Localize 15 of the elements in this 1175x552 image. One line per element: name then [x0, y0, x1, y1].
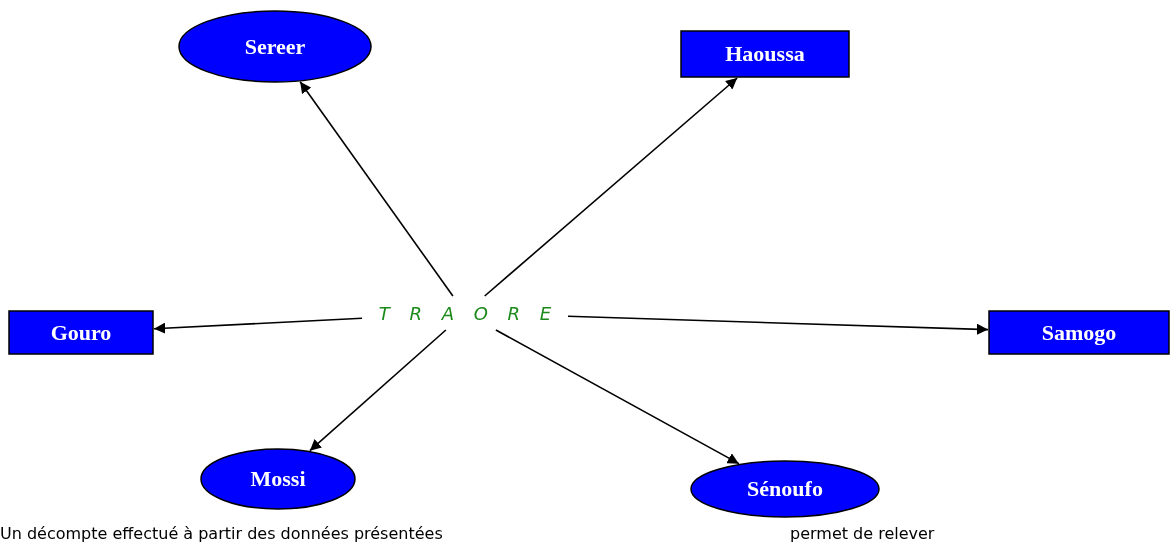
arrow — [309, 329, 447, 452]
arrow — [495, 329, 740, 465]
arrow — [483, 77, 738, 297]
node-label: Sénoufo — [747, 476, 823, 502]
body-text: permet de relever — [790, 524, 935, 543]
arrow — [299, 80, 454, 297]
node-label: Haoussa — [725, 41, 805, 67]
body-text: Un décompte effectué à partir des données présentées — [0, 524, 443, 543]
arrow — [153, 317, 363, 334]
node-label: Sereer — [244, 33, 306, 60]
node-label: Gouro — [50, 319, 112, 346]
node-label: Mossi — [250, 466, 306, 492]
arrow — [567, 315, 989, 335]
node-label: Samogo — [1041, 319, 1117, 346]
node-label: T R A O R E — [378, 302, 552, 324]
